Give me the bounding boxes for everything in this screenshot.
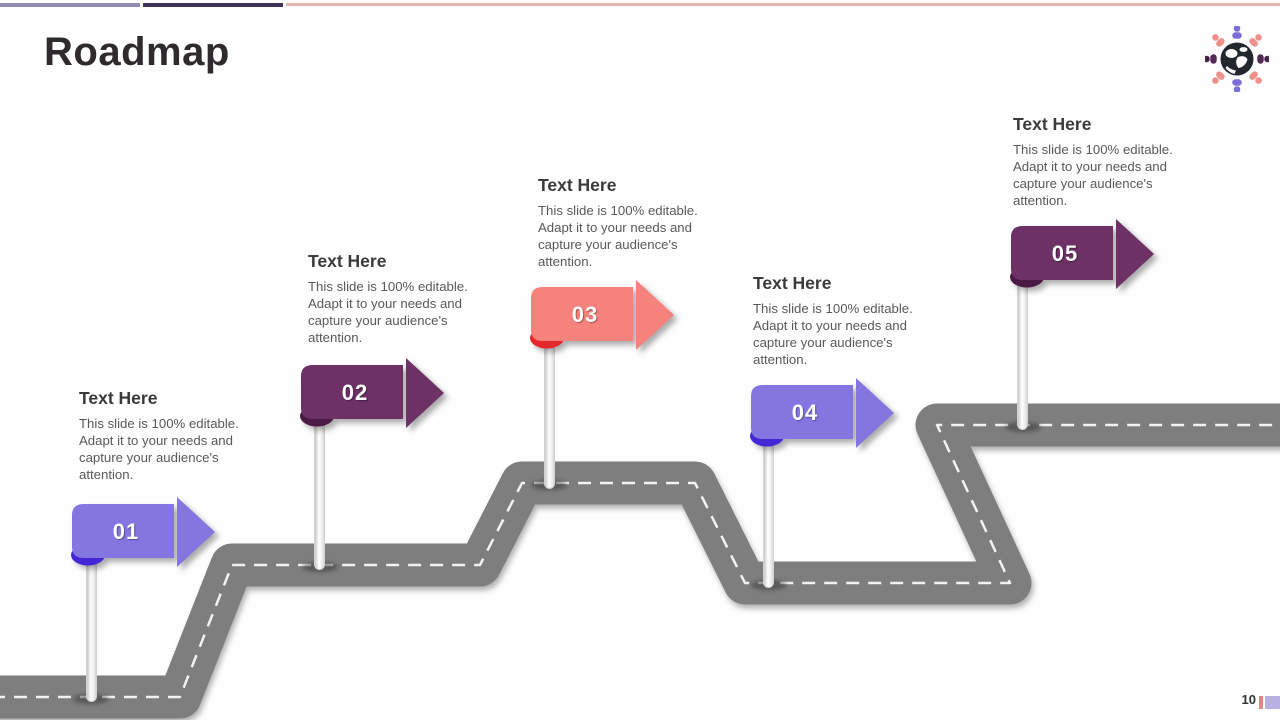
milestone-05-text: Text Here This slide is 100% editable. A… [1013,114,1177,210]
milestone-01-text: Text Here This slide is 100% editable. A… [79,388,243,484]
sign-body [301,365,403,419]
footer-tick [1259,696,1263,709]
milestone-number: 01 [113,519,139,544]
side-dot [1205,57,1210,61]
milestone-01-sign: 01 [71,497,215,567]
milestone-title: Text Here [753,273,832,293]
footer-tick [1265,696,1280,709]
milestone-number: 04 [792,400,818,425]
milestone-number: 02 [342,380,368,405]
sign-body [1011,226,1113,280]
milestone-description: This slide is 100% editable. Adapt it to… [308,279,468,345]
milestone-description: This slide is 100% editable. Adapt it to… [753,301,913,367]
arrow-head-icon [856,378,894,448]
milestone-02-sign: 02 [300,358,444,428]
milestone-04-text: Text Here This slide is 100% editable. A… [753,273,917,369]
road-center-dashes [0,423,1280,699]
milestone-title: Text Here [1013,114,1092,134]
milestone-number: 05 [1052,241,1078,266]
arrow-head-icon [636,280,674,350]
milestone-title: Text Here [538,175,617,195]
arrow-head-icon [1116,219,1154,289]
milestone-03-text: Text Here This slide is 100% editable. A… [538,175,702,271]
milestone-04-sign: 04 [750,378,894,448]
person-icon [1232,79,1242,92]
milestone-title: Text Here [79,388,158,408]
milestone-number: 03 [572,302,598,327]
milestone-description: This slide is 100% editable. Adapt it to… [1013,142,1173,208]
globe-people-logo-icon [1205,26,1269,92]
sign-body [72,504,174,558]
milestone-description: This slide is 100% editable. Adapt it to… [79,416,239,482]
arrow-head-icon [177,497,215,567]
page-number: 10 [1241,692,1256,707]
person-icon [1249,71,1262,84]
milestone-03-sign: 03 [530,280,674,350]
milestone-05-sign: 05 [1010,219,1154,289]
topbar-segment-1 [0,3,140,7]
milestone-description: This slide is 100% editable. Adapt it to… [538,203,698,269]
person-icon [1232,26,1242,39]
sign-body [531,287,633,341]
side-dot [1264,57,1269,61]
page-title: Roadmap [44,30,230,74]
person-icon [1212,34,1225,47]
topbar-segment-2 [143,3,283,7]
globe-icon [1220,42,1254,76]
arrow-head-icon [406,358,444,428]
milestone-title: Text Here [308,251,387,271]
topbar-segment-3 [286,3,1280,6]
sign-body [751,385,853,439]
milestone-02-text: Text Here This slide is 100% editable. A… [308,251,472,347]
person-icon [1212,71,1225,84]
person-icon [1249,34,1262,47]
